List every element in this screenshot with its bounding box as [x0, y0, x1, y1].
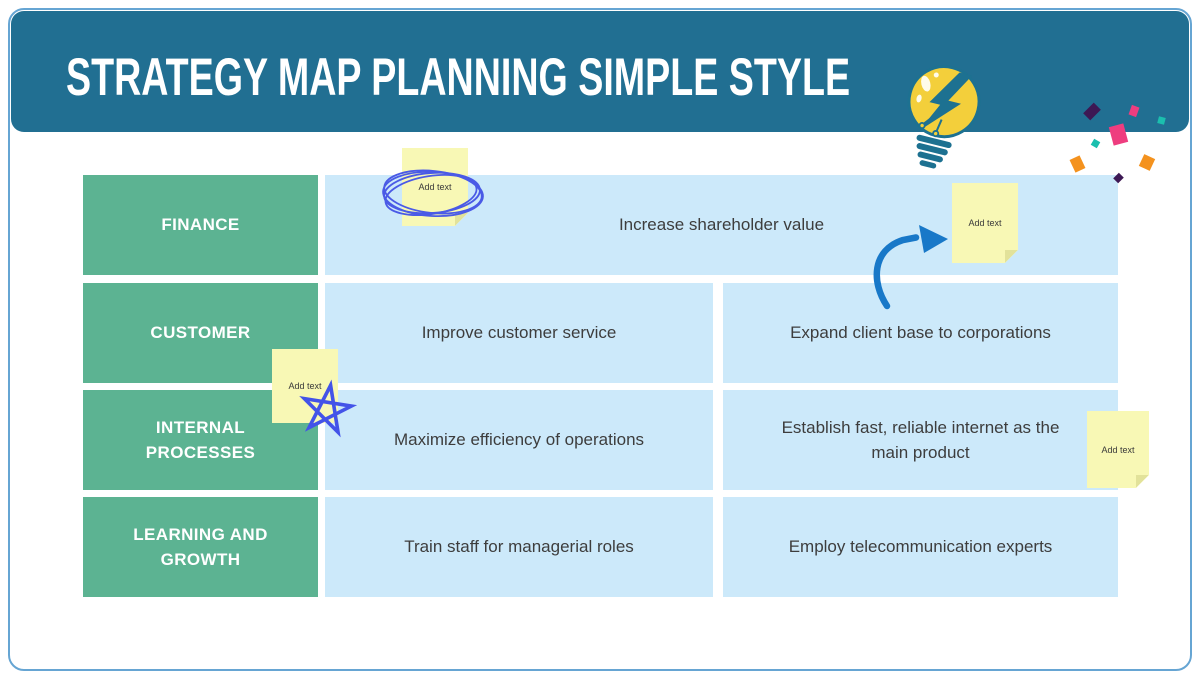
cell-learning-2[interactable]: Employ telecommunication experts	[723, 497, 1118, 597]
table-row-internal-processes: INTERNAL PROCESSES Maximize efficiency o…	[83, 390, 1118, 490]
page-title: STRATEGY MAP PLANNING SIMPLE STYLE	[66, 48, 851, 107]
table-row-learning-growth: LEARNING AND GROWTH Train staff for mana…	[83, 497, 1118, 597]
sticky-note[interactable]: Add text	[1087, 411, 1149, 488]
cell-learning-1[interactable]: Train staff for managerial roles	[325, 497, 713, 597]
sticky-note[interactable]: Add text	[402, 148, 468, 226]
lightbulb-icon	[907, 65, 981, 169]
table-row-customer: CUSTOMER Improve customer service Expand…	[83, 283, 1118, 383]
sticky-note[interactable]: Add text	[272, 349, 338, 423]
cell-customer-1[interactable]: Improve customer service	[325, 283, 713, 383]
cell-customer-2[interactable]: Expand client base to corporations	[723, 283, 1118, 383]
page-border-frame	[8, 8, 1192, 671]
sticky-note[interactable]: Add text	[952, 183, 1018, 263]
cell-internal-2[interactable]: Establish fast, reliable internet as the…	[723, 390, 1118, 490]
row-label-finance[interactable]: FINANCE	[83, 175, 318, 275]
cell-internal-1[interactable]: Maximize efficiency of operations	[325, 390, 713, 490]
header-banner: STRATEGY MAP PLANNING SIMPLE STYLE	[11, 11, 1189, 132]
row-label-learning-growth[interactable]: LEARNING AND GROWTH	[83, 497, 318, 597]
